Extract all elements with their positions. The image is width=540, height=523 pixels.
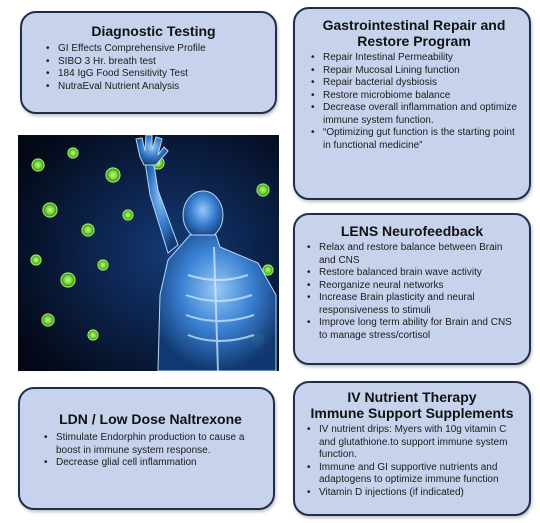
list-item: •Vitamin D injections (if indicated) — [307, 486, 464, 498]
lens-neurofeedback-card: LENS Neurofeedback •Relax and restore ba… — [293, 213, 531, 365]
diagnostic-testing-title: Diagnostic Testing — [91, 23, 216, 39]
list-item: •Stimulate Endorphin production to cause… — [44, 432, 245, 456]
list-item: •Relax and restore balance between Brain… — [307, 242, 503, 266]
gastrointestinal-card: Gastrointestinal Repair and Restore Prog… — [293, 7, 531, 200]
list-item: •Restore microbiome balance — [311, 89, 451, 101]
list-item: •Reorganize neural networks — [307, 279, 444, 291]
list-item: •Repair bacterial dysbiosis — [311, 77, 437, 89]
glowing-figure-illustration — [18, 135, 279, 371]
list-item: •Improve long term ability for Brain and… — [307, 317, 512, 341]
ldn-card: LDN / Low Dose Naltrexone •Stimulate End… — [18, 387, 275, 510]
diagnostic-testing-card: Diagnostic Testing •GI Effects Comprehen… — [20, 11, 277, 114]
list-item: •Increase Brain plasticity and neural re… — [307, 292, 475, 316]
ldn-list: •Stimulate Endorphin production to cause… — [42, 432, 259, 470]
ldn-title: LDN / Low Dose Naltrexone — [59, 411, 242, 427]
diagnostic-testing-list: •GI Effects Comprehensive Profile •SIBO … — [44, 43, 263, 93]
iv-nutrient-therapy-list: •IV nutrient drips: Myers with 10g vitam… — [305, 424, 519, 499]
list-item: •NutraEval Nutrient Analysis — [46, 80, 180, 92]
list-item: •IV nutrient drips: Myers with 10g vitam… — [307, 424, 508, 461]
lens-neurofeedback-list: •Relax and restore balance between Brain… — [305, 242, 519, 342]
human-body-virus-image — [18, 135, 279, 371]
gastrointestinal-title: Gastrointestinal Repair and Restore Prog… — [322, 17, 506, 50]
list-item: •Immune and GI supportive nutrients and … — [307, 461, 499, 486]
list-item: •Repair Mucosal Lining function — [311, 64, 460, 76]
lens-neurofeedback-title: LENS Neurofeedback — [340, 223, 484, 239]
list-item: •GI Effects Comprehensive Profile — [46, 43, 206, 55]
list-item: •Decrease overall inflammation and optim… — [311, 102, 517, 126]
list-item: •Restore balanced brain wave activity — [307, 267, 482, 279]
iv-nutrient-therapy-card: IV Nutrient Therapy Immune Support Suppl… — [293, 381, 531, 516]
iv-nutrient-therapy-title: IV Nutrient Therapy — [347, 389, 477, 405]
list-item: •“Optimizing gut function is the startin… — [311, 127, 515, 151]
list-item: •184 IgG Food Sensitivity Test — [46, 68, 188, 80]
list-item: •Repair Intestinal Permeability — [311, 52, 454, 64]
list-item: •SIBO 3 Hr. breath test — [46, 55, 156, 67]
gastrointestinal-list: •Repair Intestinal Permeability •Repair … — [309, 52, 519, 152]
list-item: •Decrease glial cell inflammation — [44, 457, 197, 469]
immune-support-title: Immune Support Supplements — [310, 405, 514, 422]
